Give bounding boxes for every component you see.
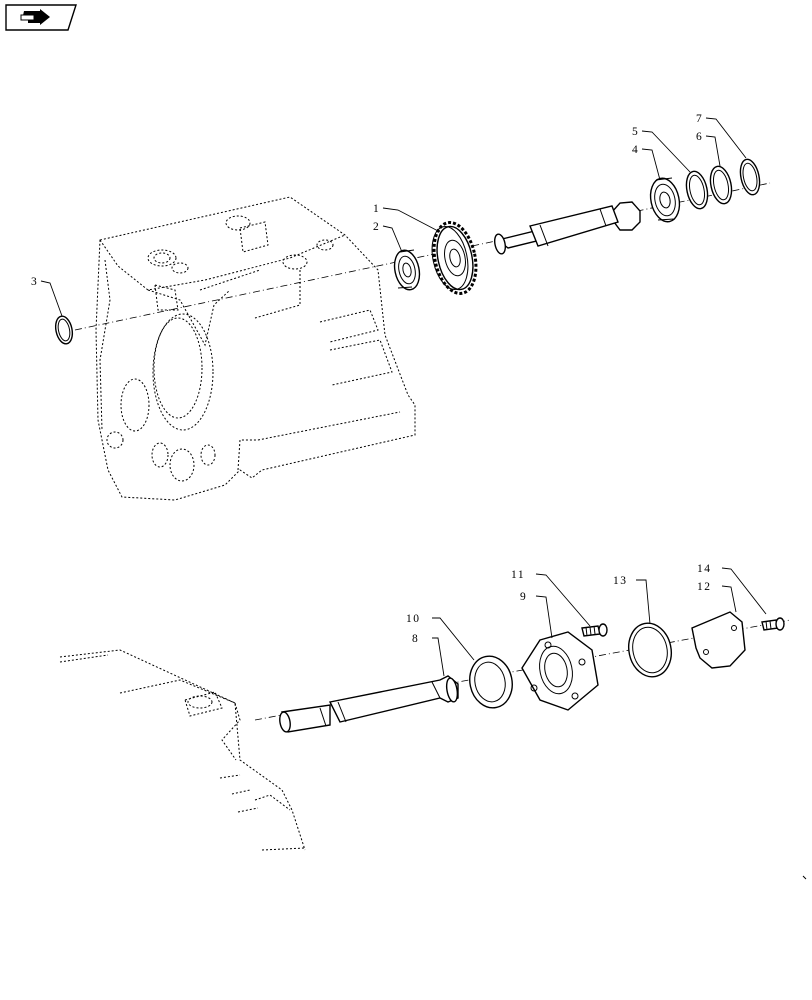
callout-2: 2 [373,221,380,233]
callout-1: 1 [373,203,380,215]
part-13-ring [628,622,672,678]
callout-5: 5 [632,126,639,138]
leader-lines-lower [432,567,767,677]
part-14-bolt [761,617,785,631]
callout-12: 12 [697,581,712,593]
callout-10: 10 [406,613,421,625]
corner-mark [802,875,807,880]
leader-lines-upper [40,117,747,317]
part-8-shaft [279,675,459,733]
part-12-cover-plate [691,611,746,669]
part-6-ring [709,165,733,205]
transmission-housing-lower [59,649,306,851]
part-11-bolt [581,623,608,637]
callout-9: 9 [520,591,527,603]
part-10-seal [469,655,513,709]
callout-8: 8 [412,633,419,645]
part-7-snap-ring [739,158,761,196]
part-2-bearing [393,249,421,291]
part-1-gear [431,221,478,295]
callout-3: 3 [31,276,38,288]
callout-6: 6 [696,131,703,143]
part-9-flange [521,631,599,711]
callout-labels: 1 2 3 4 5 6 7 8 9 10 11 12 13 14 [31,113,712,645]
callout-7: 7 [696,113,703,125]
callout-4: 4 [632,144,639,156]
part-5-ring [685,170,709,210]
part-3-o-ring [54,315,74,345]
part-4-bearing [649,177,681,223]
callout-11: 11 [511,569,525,581]
back-arrow-icon[interactable] [5,4,77,31]
callout-13: 13 [613,575,628,587]
callout-14: 14 [697,563,712,575]
upper-shaft [493,201,641,255]
transmission-housing-upper [95,196,416,501]
